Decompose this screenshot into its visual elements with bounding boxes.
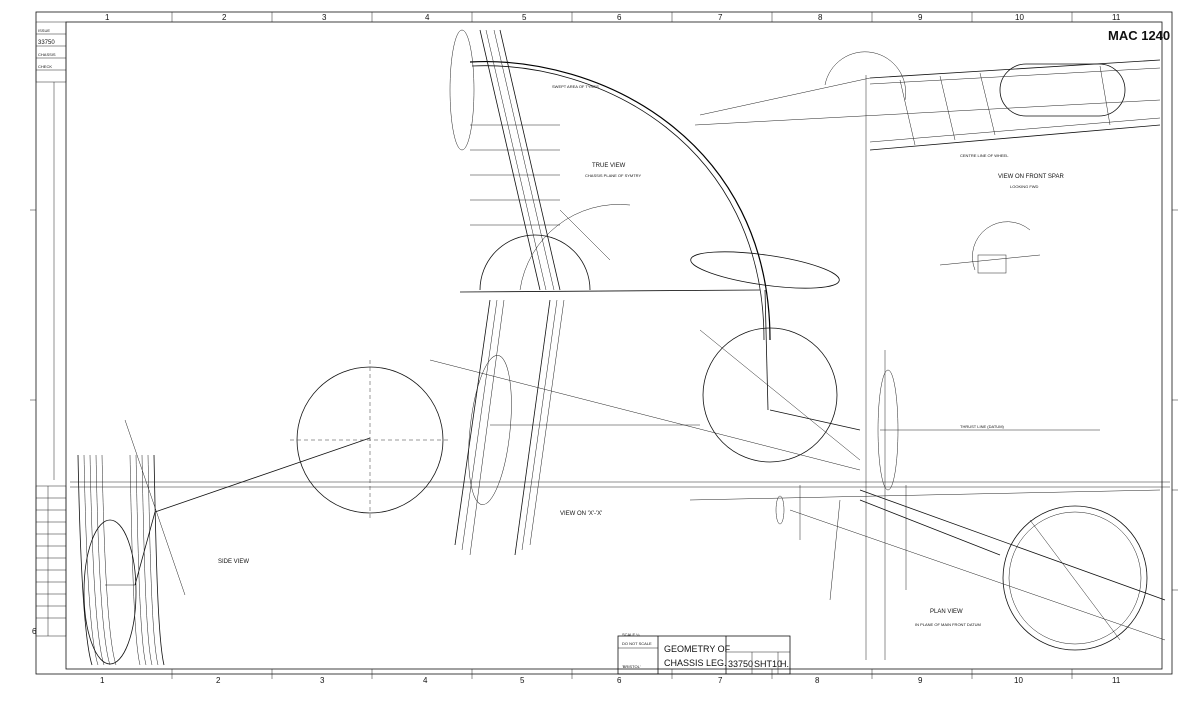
front-spar-view-drawing: VIEW ON FRONT SPAR LOOKING FWD [694, 51, 1161, 660]
margin-note-3: CHECK [38, 64, 52, 69]
zone-numbers-top: 1 2 3 4 5 6 7 8 9 10 11 [105, 13, 1121, 22]
true-view-sub: CHASSIS PLANE OF SYMTRY [585, 173, 641, 178]
zone-top-11: 11 [1112, 13, 1121, 22]
zone-top-2: 2 [222, 13, 227, 22]
zone-top-10: 10 [1015, 13, 1024, 22]
title-stamp: 'BRISTOL' [622, 664, 641, 669]
view-xx-drawing: VIEW ON 'X'-'X' [429, 299, 861, 556]
zone-bottom-8: 8 [815, 676, 820, 685]
front-spar-view-sub: LOOKING FWD [1010, 184, 1039, 189]
title-block: SCALE ¼ DO NOT SCALE 'BRISTOL' GEOMETRY … [617, 632, 791, 675]
zone-top-1: 1 [105, 13, 110, 22]
drawing-number: MAC 1240 [1108, 28, 1170, 43]
zone-bottom-4: 4 [423, 676, 428, 685]
zone-top-4: 4 [425, 13, 430, 22]
do-not-scale-note: DO NOT SCALE [622, 641, 652, 646]
zone-bottom-6: 6 [617, 676, 622, 685]
plan-view-sub: IN PLANE OF MAIN FRONT DATUM [915, 622, 981, 627]
zone-top-8: 8 [818, 13, 823, 22]
zone-numbers-bottom: 1 2 3 4 5 6 7 8 9 10 11 [100, 676, 1121, 685]
zone-top-7: 7 [718, 13, 723, 22]
zone-bottom-2: 2 [216, 676, 221, 685]
true-view-drawing: TRUE VIEW CHASSIS PLANE OF SYMTRY [449, 29, 840, 411]
side-view-drawing: SIDE VIEW [70, 419, 1170, 666]
margin-note-2: CHASSIS [38, 52, 56, 57]
zone-bottom-11: 11 [1112, 676, 1121, 685]
zone-top-9: 9 [918, 13, 923, 22]
wheel-circle-left [290, 360, 450, 520]
zone-top-6: 6 [617, 13, 622, 22]
view-xx-label: VIEW ON 'X'-'X' [560, 511, 602, 517]
zone-top-3: 3 [322, 13, 327, 22]
title-drawing-number: 33750 [728, 659, 753, 669]
left-margin-panel: ISSUE 33750 CHASSIS CHECK 6 [32, 21, 67, 637]
left-margin-code: 6 [32, 627, 37, 636]
zone-bottom-10: 10 [1014, 676, 1023, 685]
margin-note-1: 33750 [38, 40, 55, 46]
zone-bottom-1: 1 [100, 676, 105, 685]
zone-top-5: 5 [522, 13, 527, 22]
drawing-frame [65, 21, 1163, 670]
zone-bottom-3: 3 [320, 676, 325, 685]
zone-bottom-9: 9 [918, 676, 923, 685]
title-issue: H. [780, 659, 789, 669]
margin-note-0: ISSUE [38, 28, 50, 33]
title-sheet: SHT10 [754, 659, 782, 669]
zone-ticks [30, 12, 1178, 679]
plan-view-drawing: PLAN VIEW IN PLANE OF MAIN FRONT DATUM T… [689, 350, 1166, 660]
wheel-circle-mid [699, 327, 861, 463]
scale-note: SCALE ¼ [622, 632, 640, 637]
title-line-1: GEOMETRY OF [664, 644, 731, 654]
sheet-border [35, 11, 1173, 675]
title-line-2: CHASSIS LEG. [664, 658, 727, 668]
datum-note: THRUST LINE (DATUM) [960, 424, 1005, 429]
front-spar-view-label: VIEW ON FRONT SPAR [998, 174, 1064, 180]
zone-bottom-7: 7 [718, 676, 723, 685]
centreline-note: CENTRE LINE OF WHEEL [960, 153, 1009, 158]
plan-view-label: PLAN VIEW [930, 609, 963, 615]
sweep-note: SWEPT AREA OF TYRES [552, 84, 599, 89]
true-view-label: TRUE VIEW [592, 163, 626, 169]
side-view-label: SIDE VIEW [218, 559, 249, 565]
zone-bottom-5: 5 [520, 676, 525, 685]
